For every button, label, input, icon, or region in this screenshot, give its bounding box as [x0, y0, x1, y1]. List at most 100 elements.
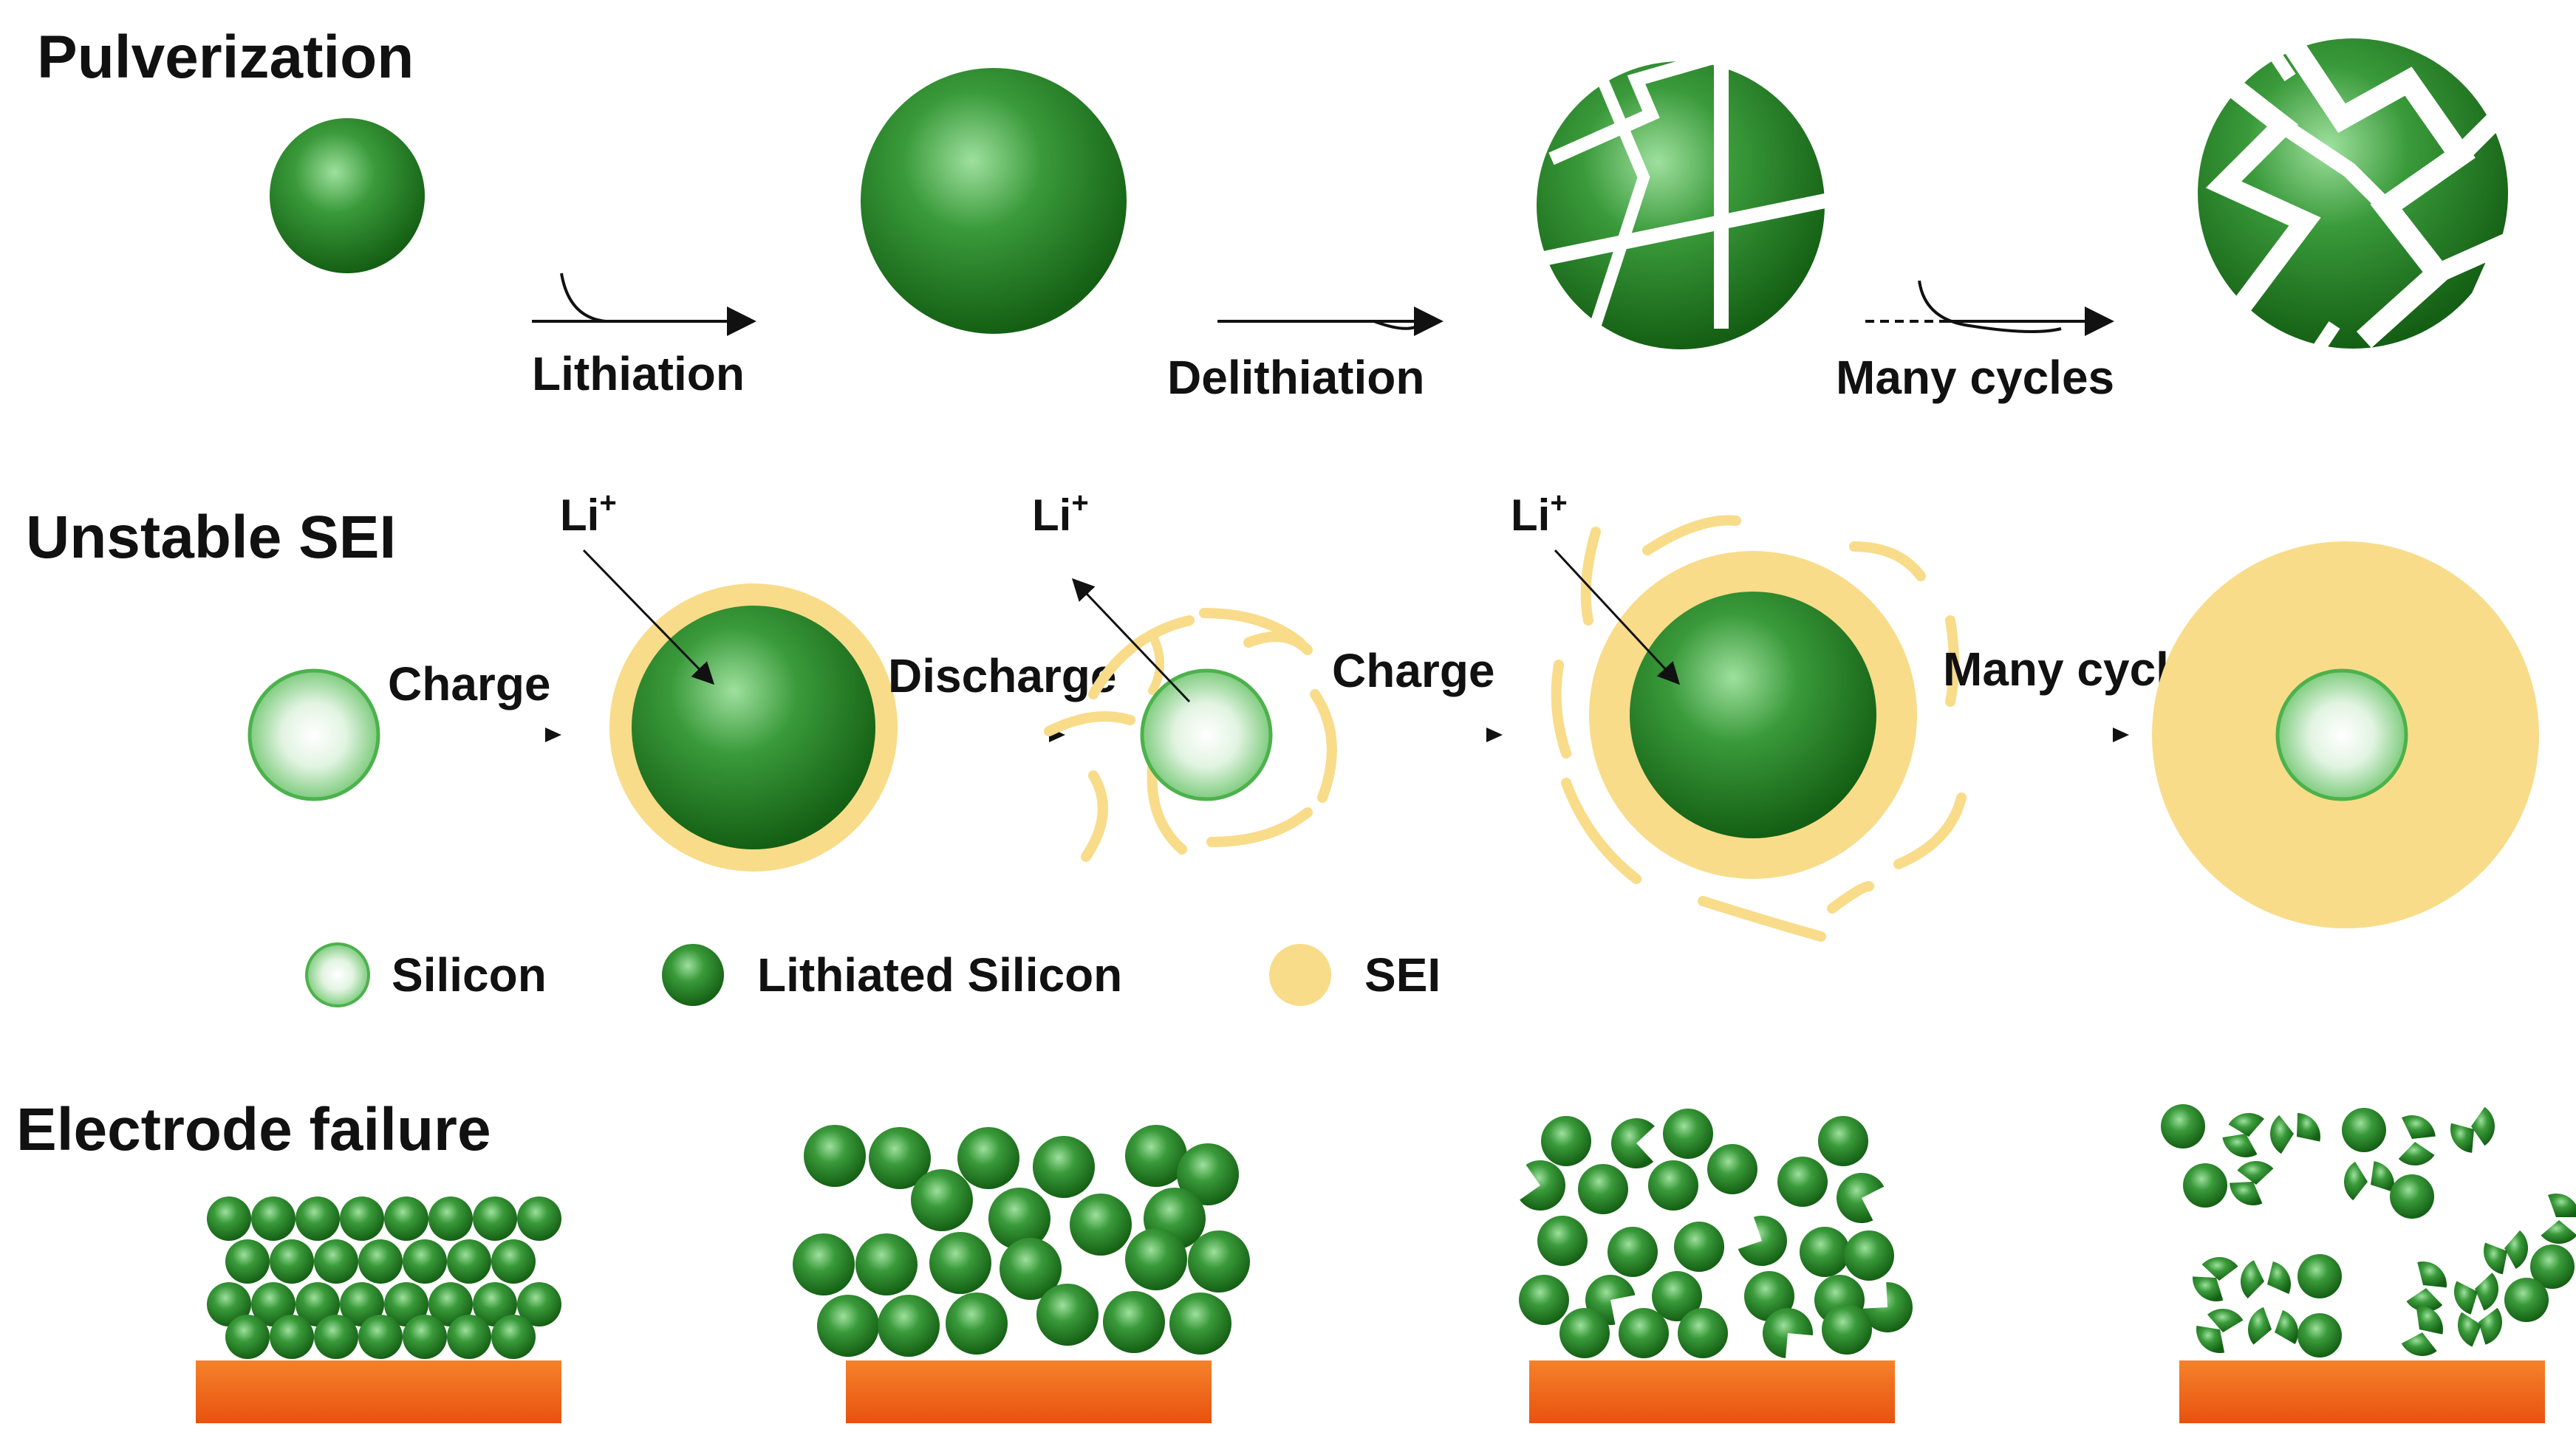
electrode-particle: [384, 1282, 428, 1326]
electrode-particle: [2504, 1278, 2549, 1322]
fragment-piece: [2454, 1281, 2478, 1315]
electrode-particle: [2183, 1163, 2227, 1208]
electrode-particle: [251, 1196, 295, 1241]
fragment-piece: [2275, 1310, 2299, 1344]
electrode-particle: [225, 1239, 270, 1284]
many-cycles-arrow-1: [1865, 280, 2114, 336]
electrode-particle: [1177, 1143, 1239, 1205]
electrode-particle: [517, 1196, 561, 1241]
li-ion-label-1: Li+: [560, 487, 617, 540]
electrode-particle: [911, 1169, 973, 1231]
lithiated-with-thick-sei: [1551, 515, 1967, 942]
cracked-electrode-particle: [1837, 1173, 1885, 1224]
electrode-particle: [207, 1282, 251, 1326]
electrode-particle: [403, 1239, 447, 1284]
electrode-particle: [473, 1196, 517, 1241]
fragment-piece: [2417, 1261, 2447, 1288]
fragment-piece: [2222, 1134, 2258, 1157]
legend-lithiated-label: Lithiated Silicon: [757, 948, 1122, 1002]
fragment-piece: [2450, 1123, 2474, 1153]
electrode-particle: [1777, 1157, 1828, 1207]
electrode-particle: [957, 1127, 1019, 1189]
fragment-piece: [2548, 1194, 2576, 1217]
fragment-piece: [2484, 1242, 2507, 1275]
electrode-particle: [428, 1282, 473, 1326]
electrode-particle: [1678, 1308, 1728, 1358]
cracked-particle: [1537, 47, 1834, 349]
legend-sei-label: SEI: [1364, 948, 1441, 1002]
electrode-particle: [1648, 1160, 1698, 1211]
current-collector-2: [846, 1360, 1212, 1423]
electrode-particle: [270, 1239, 314, 1284]
delithiation-label: Delithiation: [1167, 351, 1424, 404]
electrode-particle: [2161, 1104, 2205, 1148]
pulverized-particle: [2198, 23, 2524, 351]
fragment-piece: [2207, 1308, 2244, 1332]
electrode-particle: [1033, 1136, 1095, 1198]
legend-silicon-swatch: [305, 942, 370, 1007]
electrode-particle: [428, 1196, 473, 1241]
electrode-particle: [929, 1232, 991, 1294]
electrode-expanded-particles: [793, 1125, 1250, 1357]
electrode-particle: [869, 1127, 931, 1189]
delithiation-arrow: [1217, 307, 1444, 336]
electrode-particle: [946, 1293, 1008, 1355]
silicon-particle-1: [247, 668, 380, 801]
electrode-particle: [251, 1282, 295, 1326]
many-cycles-label-1: Many cycles: [1836, 351, 2114, 404]
current-collector-4: [2179, 1360, 2545, 1423]
fragment-piece: [2416, 1306, 2444, 1335]
fragment-piece: [2475, 1273, 2498, 1311]
electrode-particle: [1652, 1271, 1702, 1321]
legend-sei-swatch: [1269, 944, 1331, 1006]
fragment-piece: [2406, 1288, 2443, 1312]
fragment-piece: [2478, 1307, 2502, 1345]
electrode-particle: [1541, 1116, 1591, 1166]
electrode-particle: [207, 1196, 251, 1241]
electrode-particle: [1070, 1194, 1132, 1256]
electrode-pristine-particles: [207, 1196, 561, 1359]
li-ion-label-2: Li+: [1032, 487, 1089, 540]
lithiation-label: Lithiation: [532, 347, 745, 400]
electrode-particle: [1818, 1116, 1868, 1166]
electrode-particle: [1822, 1304, 1872, 1355]
lithiated-particle-large: [861, 68, 1127, 334]
electrode-particle: [855, 1233, 918, 1295]
electrode-particle: [403, 1315, 447, 1359]
cracked-electrode-particle: [1862, 1282, 1913, 1333]
li-ion-arrow-in-1: [582, 549, 715, 685]
lithiated-with-sei-1: [609, 583, 898, 872]
fragment-piece: [2237, 1161, 2274, 1185]
electrode-particle: [295, 1282, 340, 1326]
electrode-particle: [1169, 1293, 1231, 1355]
electrode-particle: [1619, 1308, 1669, 1358]
electrode-particle: [340, 1196, 384, 1241]
legend-lithiated-swatch: [662, 944, 724, 1006]
li-ion-label-3: Li+: [1511, 487, 1568, 540]
electrode-particle: [358, 1315, 403, 1359]
step-arrowhead-3: [1486, 728, 1503, 742]
fragment-piece: [2457, 1312, 2481, 1347]
fragment-piece: [2471, 1106, 2495, 1146]
fragment-piece: [2270, 1115, 2294, 1154]
fragment-piece: [2401, 1332, 2437, 1356]
electrode-cracked-particles: [1519, 1109, 1913, 1358]
legend-silicon-label: Silicon: [392, 948, 547, 1002]
cracked-electrode-particle: [1520, 1160, 1566, 1211]
electrode-particle: [473, 1282, 517, 1326]
unstable-sei-title: Unstable SEI: [26, 504, 396, 571]
electrode-particle: [2342, 1108, 2386, 1152]
fragment-piece: [2193, 1276, 2224, 1301]
electrode-particle: [295, 1196, 340, 1241]
electrode-particle: [1000, 1238, 1062, 1300]
fragment-piece: [2230, 1182, 2263, 1205]
fragment-piece: [2267, 1261, 2291, 1295]
fragment-piece: [2196, 1325, 2225, 1353]
cracked-electrode-particle: [1763, 1308, 1813, 1358]
step-arrowhead-4: [2113, 728, 2129, 742]
fragment-piece: [2297, 1113, 2320, 1142]
electrode-particle: [817, 1295, 879, 1357]
electrode-particle: [225, 1315, 270, 1359]
cracked-electrode-particle: [1610, 1118, 1655, 1168]
